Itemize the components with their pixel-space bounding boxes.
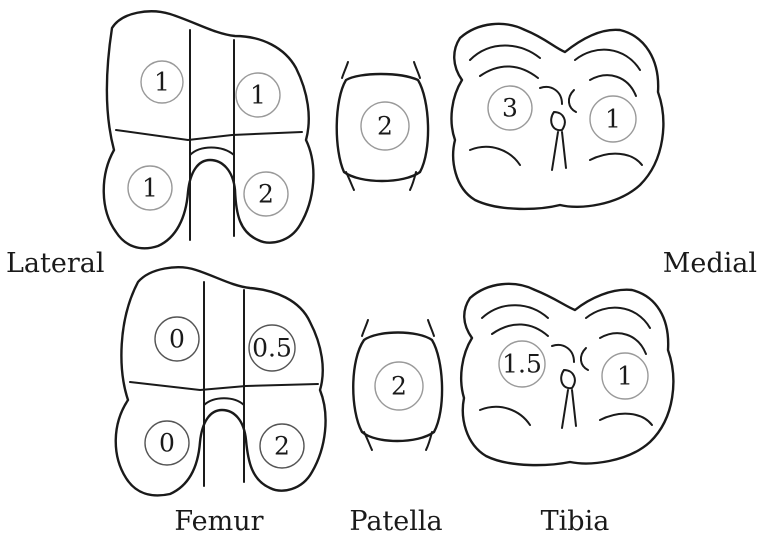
top-tibia-fissure-1	[552, 132, 558, 170]
top-tibia-spine-2	[569, 90, 576, 112]
score-marker: 1	[128, 166, 172, 210]
score-bottom-patella: 2	[391, 372, 407, 401]
score-top-tibia-lateral: 3	[502, 94, 518, 123]
bottom-tibia-ridge-2	[492, 324, 548, 336]
score-marker: 2	[375, 362, 423, 410]
score-marker: 0	[145, 421, 189, 465]
top-tibia-spine-tip	[551, 112, 565, 130]
top-femur	[104, 11, 314, 248]
top-tibia-ridge-3	[575, 50, 640, 70]
score-bottom-femur-lateral-top: 0	[169, 325, 185, 354]
bottom-tibia-ridge-4	[600, 333, 646, 354]
score-top-femur-lateral-bottom: 1	[142, 174, 158, 203]
bottom-tibia-spine-tip	[561, 370, 575, 388]
tibia-label: Tibia	[541, 506, 610, 537]
score-marker: 1	[590, 96, 636, 142]
top-tibia-ridge-2	[480, 66, 538, 78]
score-top-femur-medial-top: 1	[250, 81, 266, 110]
score-top-tibia-medial: 1	[605, 105, 621, 134]
top-tibia-rim-2	[590, 154, 642, 165]
score-top-patella: 2	[377, 112, 393, 141]
score-marker: 2	[244, 172, 288, 216]
bottom-tibia-ridge-3	[586, 308, 650, 328]
score-bottom-femur-lateral-bottom: 0	[159, 429, 175, 458]
score-bottom-femur-medial-top: 0.5	[252, 334, 292, 363]
score-bottom-femur-medial-bottom: 2	[274, 432, 290, 461]
top-tibia-fissure-2	[562, 132, 566, 168]
score-marker: 0.5	[249, 325, 295, 371]
lateral-label: Lateral	[6, 248, 105, 279]
top-patella-tendon-left	[342, 62, 348, 78]
patella-label: Patella	[349, 506, 442, 537]
score-marker: 1	[602, 353, 648, 399]
score-bottom-tibia-medial: 1	[617, 362, 633, 391]
bottom-tibia-spine-2	[581, 348, 588, 370]
bottom-tibia-fissure-1	[562, 390, 568, 428]
bottom-femur-notch	[204, 398, 244, 405]
top-tibia-ridge-4	[590, 75, 636, 96]
bottom-tibia-fissure-2	[572, 390, 576, 426]
bottom-tibia-spine-1	[552, 345, 574, 362]
score-marker: 2	[260, 424, 304, 468]
score-top-femur-medial-bottom: 2	[258, 180, 274, 209]
top-tibia-ridge-1	[470, 46, 540, 61]
score-marker: 3	[488, 86, 532, 130]
bottom-patella-tendon-right	[428, 320, 434, 336]
top-femur-outline	[104, 11, 314, 248]
score-marker: 1.5	[499, 341, 545, 387]
bottom-tibia-rim-2	[600, 414, 652, 425]
score-bottom-tibia-lateral: 1.5	[502, 350, 542, 379]
top-femur-trochlea-line	[116, 130, 302, 140]
top-tibia-spine-1	[540, 87, 562, 104]
bottom-tibia-rim-1	[480, 407, 530, 425]
top-tibia-rim-1	[470, 147, 520, 165]
bottom-tibia-ridge-1	[482, 305, 548, 318]
score-marker: 1	[236, 73, 280, 117]
score-marker: 0	[155, 317, 199, 361]
top-patella-tendon-right	[414, 62, 420, 78]
femur-label: Femur	[174, 506, 263, 537]
score-marker: 1	[141, 61, 183, 103]
score-marker: 2	[361, 102, 409, 150]
top-femur-notch	[190, 148, 234, 156]
score-top-femur-lateral-top: 1	[154, 68, 170, 97]
bottom-patella-tendon-left	[362, 320, 368, 336]
medial-label: Medial	[663, 248, 757, 279]
bottom-femur-trochlea-line	[130, 382, 318, 390]
